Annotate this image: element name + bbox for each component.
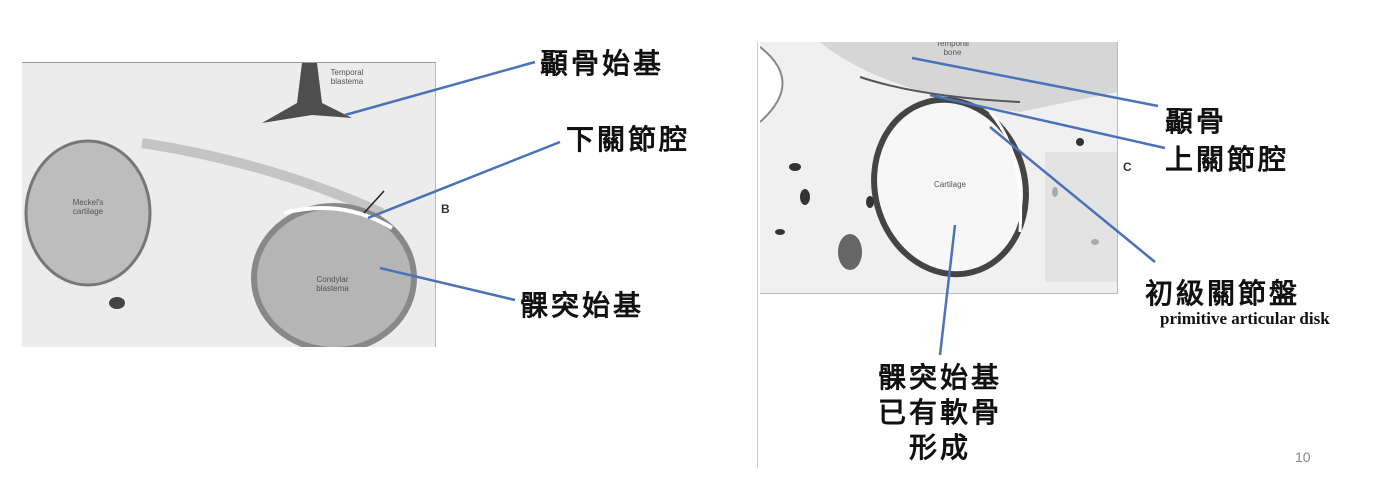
leader-line <box>989 126 1156 263</box>
bottom-note: 髁突始基 已有軟骨 形成 <box>860 360 1020 465</box>
histology-c-drawing <box>760 42 1117 293</box>
annotation-primitive-disk-en: primitive articular disk <box>1160 309 1330 328</box>
leader-line <box>379 266 516 302</box>
label-cartilage: Cartilage <box>933 180 966 189</box>
leader-line <box>344 60 536 117</box>
leader-line <box>938 224 957 356</box>
annotation-primitive-disk: 初級關節盤 <box>1145 277 1301 310</box>
bottom-note-line: 已有軟骨 <box>877 396 1002 429</box>
histology-b-drawing <box>22 63 435 347</box>
label-temporal-blastema: Temporal blastema <box>330 68 364 86</box>
annotation-temporal-bone: 顳骨 <box>1165 105 1228 138</box>
bottom-note-line: 形成 <box>908 431 971 464</box>
leader-line <box>367 140 561 220</box>
annotation-lower-joint-cavity: 下關節腔 <box>566 123 691 156</box>
divider-line <box>757 42 758 468</box>
leader-line <box>929 93 1166 150</box>
panel-label-b: B <box>441 202 450 216</box>
panel-label-c: C <box>1123 160 1132 174</box>
bottom-note-line: 髁突始基 <box>877 361 1002 394</box>
annotation-temporal-primordium: 顳骨始基 <box>540 47 665 80</box>
leader-line <box>911 56 1159 108</box>
histology-image-c: Temporal bone Cartilage <box>760 42 1118 294</box>
annotation-upper-joint-cavity: 上關節腔 <box>1165 143 1290 176</box>
label-condylar-blastema: Condylar blastema <box>316 275 349 293</box>
annotation-condylar-primordium: 髁突始基 <box>520 289 645 322</box>
page-number: 10 <box>1295 449 1311 465</box>
label-temporal-bone: Temporal bone <box>936 42 969 57</box>
label-meckels-cartilage: Meckel's cartilage <box>72 198 104 216</box>
